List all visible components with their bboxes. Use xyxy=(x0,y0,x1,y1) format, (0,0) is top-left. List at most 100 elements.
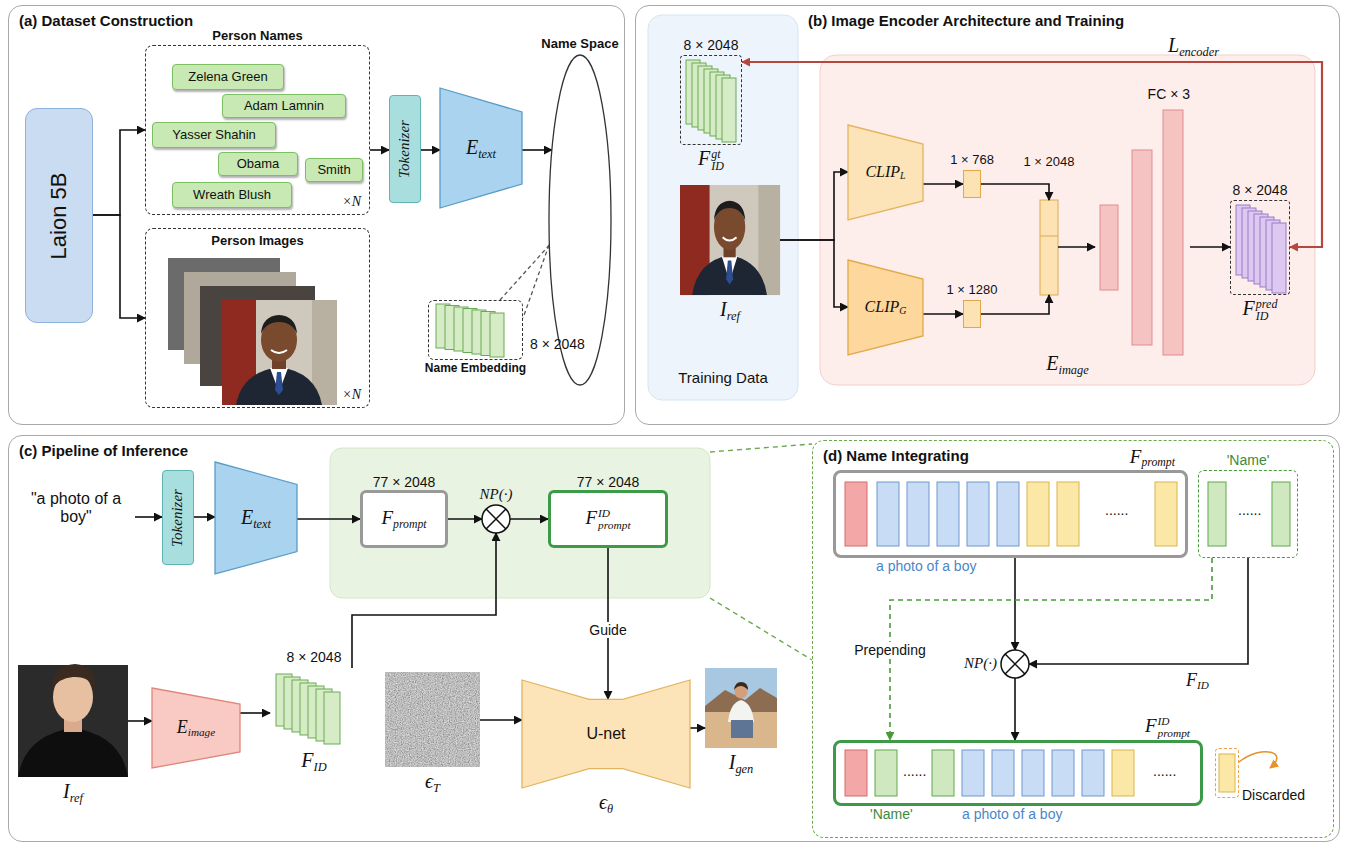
text: ref xyxy=(727,309,740,323)
text-group: ×N xyxy=(342,194,361,210)
combine-operator: NP(·) xyxy=(1001,650,1029,678)
text-group: 1 × 1280 xyxy=(947,283,998,298)
name-card: Smith xyxy=(305,158,363,182)
image-encoder: EimageCLIPLCLIPG1 × 7681 × 12801 × 2048F… xyxy=(820,55,1315,385)
token-row xyxy=(845,750,1134,796)
text: Obama xyxy=(237,156,280,171)
embedding-bars xyxy=(276,674,340,744)
math-stack: IDprompt xyxy=(1158,716,1191,740)
text-group: Tokenizer xyxy=(169,489,186,547)
prompt-id-feature: 77 × 2048FIDprompt xyxy=(548,490,668,548)
token xyxy=(932,750,954,796)
text: "a photo of a boy" xyxy=(31,490,121,525)
dataset-box: Laion 5B xyxy=(25,108,93,323)
text-group: Eimage xyxy=(177,717,215,739)
training-data: Training Data8 × 2048FgtIDIref xyxy=(648,15,798,400)
fc-bar xyxy=(1163,110,1183,355)
text: ...... xyxy=(1105,502,1128,518)
connector xyxy=(522,149,552,151)
text: 8 × 2048 xyxy=(684,37,739,53)
reference-image: Iref xyxy=(18,665,128,777)
embedding-pred: 8 × 2048FpredID xyxy=(1230,200,1290,295)
token xyxy=(992,750,1014,796)
connector xyxy=(480,719,522,721)
text: 1 × 2048 xyxy=(1024,154,1075,169)
text: F xyxy=(1130,446,1142,467)
text: (a) Dataset Construction xyxy=(19,12,193,29)
connector xyxy=(370,149,389,151)
math-stack: predID xyxy=(1256,298,1278,323)
names-group: Person Names×NZelena GreenAdam LamninYas… xyxy=(145,45,370,215)
text: (b) Image Encoder Architecture and Train… xyxy=(808,12,1124,29)
connector xyxy=(923,313,963,315)
noise-image xyxy=(385,672,480,767)
bar xyxy=(490,313,504,357)
text: 77 × 2048 xyxy=(373,474,436,490)
discarded-slot: Discarded xyxy=(1215,748,1239,798)
connector xyxy=(421,149,440,151)
token xyxy=(877,482,899,546)
connector xyxy=(93,130,145,215)
name-embedding: Name Embedding xyxy=(428,300,523,360)
text-group: Tokenizer xyxy=(396,120,413,178)
text-encoder: Etext xyxy=(215,462,297,574)
name-card: Adam Lamnin xyxy=(222,94,346,118)
text-group: 77 × 2048 xyxy=(373,474,436,490)
text-group: NP(·) xyxy=(964,655,997,672)
text-group: Laion 5B xyxy=(46,172,71,259)
text-group: Discarded xyxy=(1242,787,1305,803)
concat-vector xyxy=(1040,200,1058,295)
text-group: 8 × 2048 xyxy=(1233,182,1288,198)
annotation: 8 × 2048 xyxy=(530,336,585,352)
encoder-fill xyxy=(820,55,1315,385)
text: Training Data xyxy=(678,369,768,386)
text: encoder xyxy=(1179,45,1219,59)
token-row xyxy=(845,482,1290,546)
annotation: ...... xyxy=(1105,502,1128,518)
annotation: Lencoder xyxy=(1168,34,1219,59)
prompt-panel-fill xyxy=(330,448,710,598)
name-space: Name Space xyxy=(549,55,611,385)
text: CLIP xyxy=(865,163,900,180)
text: ID xyxy=(711,160,724,173)
connector xyxy=(297,518,360,520)
concat-vector: 1 × 2048 xyxy=(1040,200,1058,295)
text-group: 8 × 2048 xyxy=(287,649,342,665)
text: Zelena Green xyxy=(188,69,268,84)
text: text xyxy=(253,516,271,530)
token-sequence: Fprompta photo of a boy xyxy=(833,470,1188,558)
math-stack: IDprompt xyxy=(598,507,631,531)
connector xyxy=(1190,246,1230,248)
text-group: ×N xyxy=(342,387,361,403)
text-group: NP(·) xyxy=(480,486,513,503)
photo-bg xyxy=(18,665,128,777)
panel: (a) Dataset ConstructionLaion 5B Person N… xyxy=(8,5,625,425)
ellipse-outline xyxy=(549,55,611,385)
text-group: (b) Image Encoder Architecture and Train… xyxy=(808,12,1124,29)
name-card: Zelena Green xyxy=(172,64,284,90)
text-group: FIDprompt xyxy=(1145,715,1190,740)
text-group: CLIPG xyxy=(865,298,907,317)
text: L xyxy=(900,171,906,182)
edge-label: Prepending xyxy=(851,642,929,658)
zoom-line xyxy=(710,598,812,660)
unet: U-netϵθ xyxy=(522,680,690,788)
token xyxy=(1112,750,1134,796)
fc-stack: FC × 3 xyxy=(1095,105,1190,360)
text-group: Person Names xyxy=(212,29,302,44)
text: 77 × 2048 xyxy=(577,474,640,490)
text: pred xyxy=(1256,298,1278,311)
shape-polygon xyxy=(848,125,923,220)
text: prompt xyxy=(393,517,427,530)
text: FC × 3 xyxy=(1148,86,1190,102)
text: text xyxy=(478,146,496,160)
text: F xyxy=(1145,715,1157,736)
text-group: Fprompt xyxy=(1130,446,1175,470)
cross-mark xyxy=(486,509,506,529)
token xyxy=(1057,482,1079,546)
clip-encoder: CLIPL xyxy=(848,125,923,220)
text: ...... xyxy=(903,763,926,779)
annotation: "a photo of a boy" xyxy=(20,490,132,527)
token xyxy=(1082,750,1104,796)
